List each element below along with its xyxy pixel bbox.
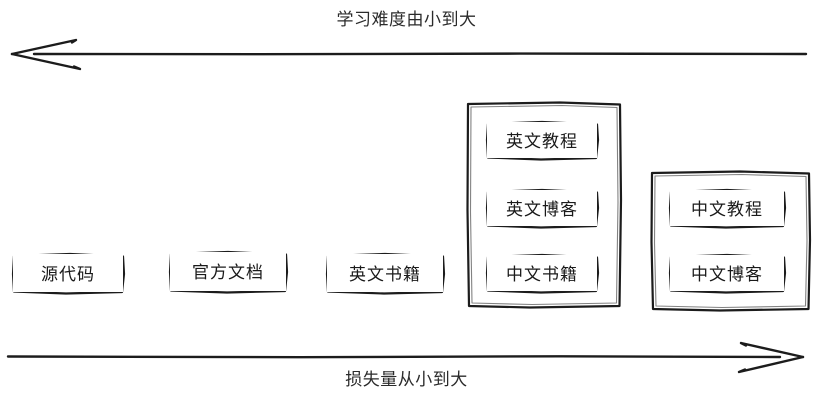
node-english-blog[interactable]: 英文博客: [487, 190, 597, 226]
node-chinese-tutorial[interactable]: 中文教程: [670, 190, 784, 226]
node-english-tutorial[interactable]: 英文教程: [487, 122, 597, 158]
node-label: 官方文档: [192, 263, 264, 282]
node-chinese-blog[interactable]: 中文博客: [670, 255, 784, 291]
top-axis-label: 学习难度由小到大: [336, 10, 477, 29]
bottom-axis-arrow: [6, 341, 805, 374]
node-label: 英文博客: [506, 199, 578, 219]
node-official-docs[interactable]: 官方文档: [170, 252, 286, 291]
node-label: 中文教程: [691, 199, 763, 219]
node-label: 英文书籍: [349, 264, 421, 284]
node-chinese-books[interactable]: 中文书籍: [487, 255, 597, 291]
bottom-axis-label: 损失量从小到大: [345, 370, 468, 389]
node-label: 中文博客: [691, 264, 763, 284]
node-english-books[interactable]: 英文书籍: [327, 254, 443, 292]
node-label: 源代码: [41, 264, 95, 284]
node-source-code[interactable]: 源代码: [13, 254, 123, 292]
top-axis-arrow: [10, 38, 808, 71]
node-label: 英文教程: [506, 131, 578, 151]
node-label: 中文书籍: [506, 264, 578, 284]
